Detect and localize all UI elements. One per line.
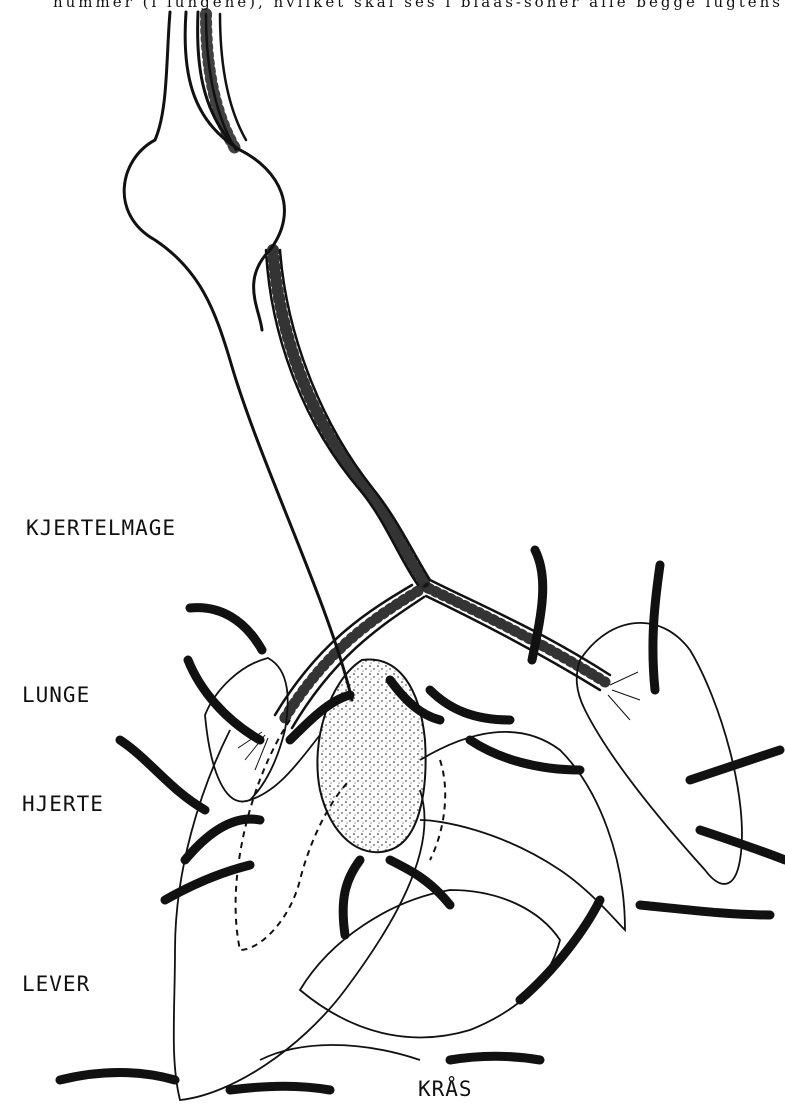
trachea [206,14,610,728]
label-kjertelmage: KJERTELMAGE [26,516,176,540]
label-kras: KRÅS [418,1077,473,1101]
right-lung [577,623,742,884]
heart [317,660,425,853]
label-hjerte: HJERTE [22,792,104,816]
esophagus-outline [124,12,352,700]
label-lever: LEVER [22,972,90,996]
label-lunge: LUNGE [22,683,90,707]
